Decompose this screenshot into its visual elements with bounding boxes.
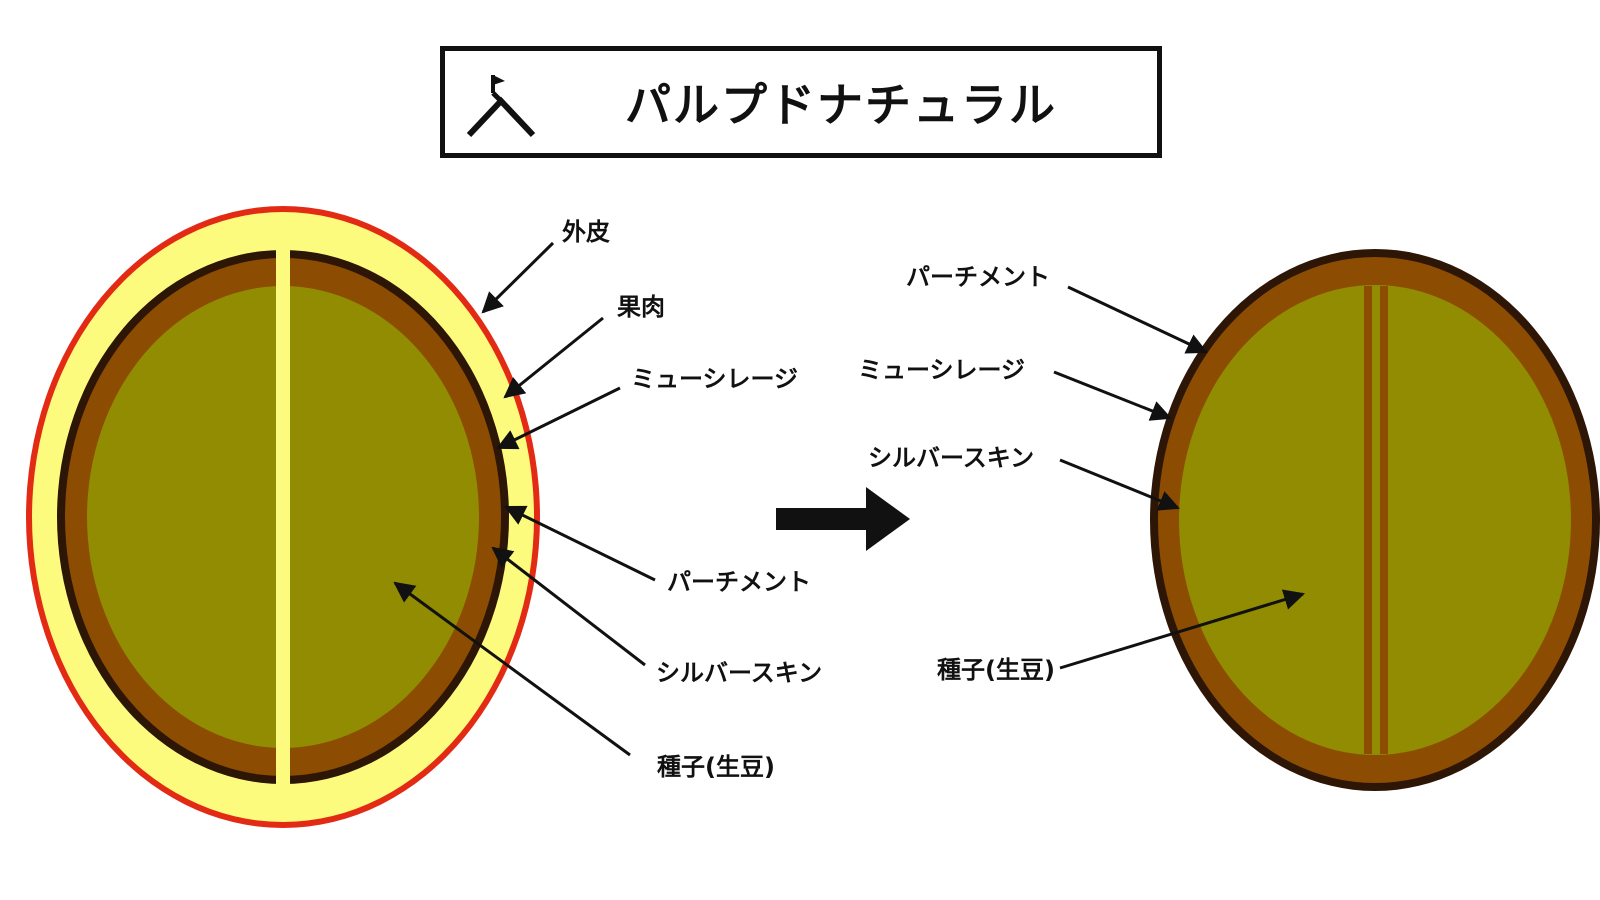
right-leader-lines <box>1053 285 1306 670</box>
leader-seed <box>393 581 631 757</box>
label-r-mucilage: ミューシレージ <box>858 356 1026 384</box>
label-r-silverskin: シルバースキン <box>868 444 1035 472</box>
leader-silverskin <box>491 546 646 667</box>
title-box: パルプドナチュラル <box>440 46 1162 158</box>
right-seed <box>1179 285 1571 755</box>
leader-r-parchment <box>1067 285 1208 354</box>
leader-exocarp <box>481 241 555 314</box>
leader-r-mucilage <box>1053 370 1172 421</box>
right-arrow-icon <box>776 487 910 551</box>
right-center-cut-2 <box>1380 286 1388 754</box>
leader-mucilage <box>496 386 621 450</box>
right-center-cut-1 <box>1364 286 1372 754</box>
leader-parchment <box>504 505 656 582</box>
leader-pulp <box>503 316 604 399</box>
label-mucilage: ミューシレージ <box>631 365 799 393</box>
label-pulp: 果肉 <box>617 293 665 321</box>
label-parchment: パーチメント <box>667 568 811 596</box>
label-seed: 種子(生豆) <box>657 753 775 781</box>
left-leader-lines <box>393 241 656 757</box>
leader-r-silverskin <box>1059 458 1180 511</box>
tent-flag-logo-icon <box>466 75 536 138</box>
label-r-seed: 種子(生豆) <box>937 656 1055 684</box>
label-exocarp: 外皮 <box>562 218 610 246</box>
label-r-parchment: パーチメント <box>906 263 1050 291</box>
page-title: パルプドナチュラル <box>625 78 1057 132</box>
label-silverskin: シルバースキン <box>656 659 823 687</box>
leader-r-seed <box>1059 589 1306 670</box>
left-coffee-cherry <box>26 206 540 828</box>
left-center-cut <box>276 248 290 788</box>
right-pulped-bean <box>1150 249 1600 791</box>
